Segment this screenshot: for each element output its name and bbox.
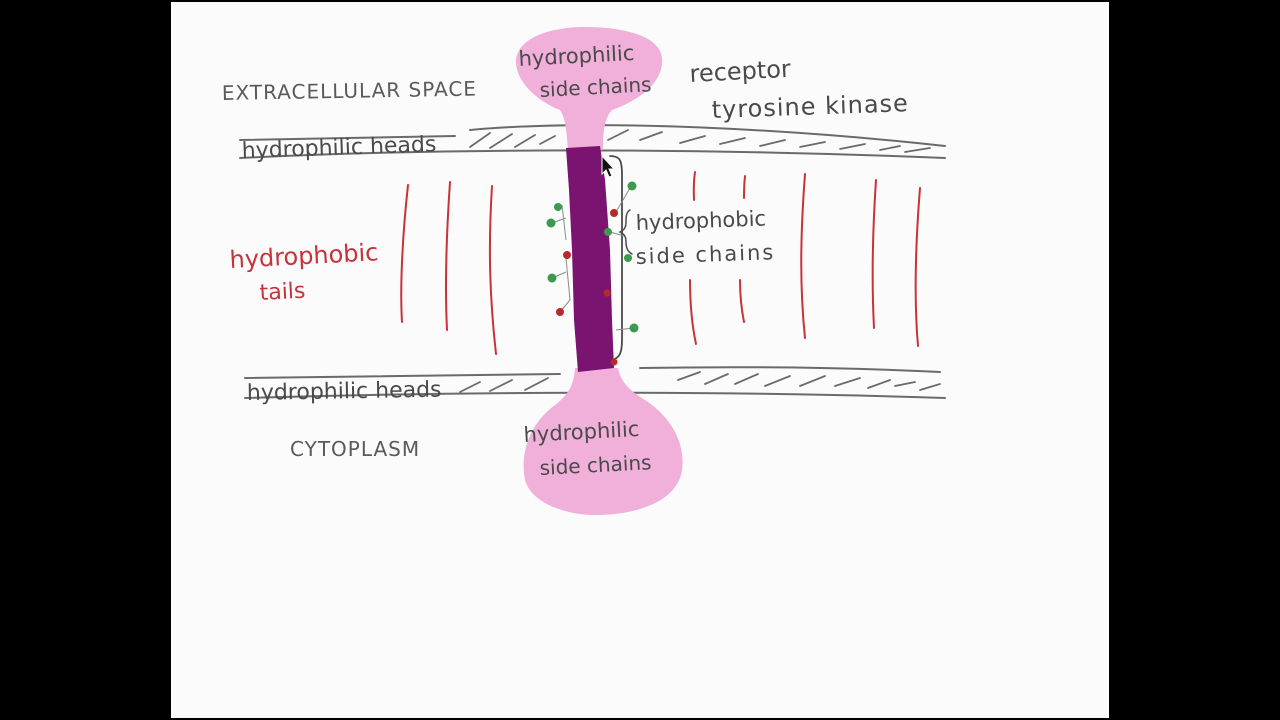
receptor-label-line1: receptor (689, 55, 792, 88)
red-atom (603, 289, 611, 297)
green-atom (604, 228, 612, 236)
green-atom (629, 323, 639, 333)
top-hydrophilic-domain (515, 26, 663, 150)
hydrophobic-tails-label-line2: tails (259, 279, 306, 306)
transmembrane-helix (566, 146, 614, 372)
red-atom (563, 251, 571, 259)
red-atom (610, 209, 618, 217)
hydrophobic-tail-lines (400, 171, 921, 355)
top-heads-left-line (239, 135, 456, 141)
cytoplasm-label: CYTOPLASM (290, 437, 420, 461)
bottom-heads-hatch (459, 371, 941, 393)
bottom-heads-upper-line (639, 366, 941, 373)
hydrophobic-chains-bracket (609, 155, 623, 361)
hydrophobic-chains-brace (618, 209, 633, 255)
green-atom (624, 254, 632, 262)
hydrophobic-side-chains-label-line1: hydrophobic (635, 206, 766, 235)
bottom-hydrophilic-domain (523, 368, 683, 516)
tail-line (689, 279, 697, 345)
tail-line (692, 171, 696, 201)
top-heads-layer (239, 124, 946, 159)
top-heads-upper-line (469, 124, 946, 147)
bottom-domain-label-line2: side chains (539, 450, 652, 480)
top-heads-hatch (469, 129, 931, 153)
tail-line (488, 185, 497, 355)
tail-line (400, 184, 409, 323)
green-atom (547, 273, 557, 283)
mouse-cursor-icon (601, 154, 616, 178)
red-atom (556, 308, 564, 316)
extracellular-space-label: EXTRACELLULAR SPACE (222, 77, 477, 105)
receptor-label-line2: tyrosine kinase (711, 89, 909, 124)
red-atom (610, 358, 618, 366)
tail-line (914, 187, 921, 347)
green-atom (554, 203, 562, 211)
hydrophobic-tails-label-line1: hydrophobic (229, 238, 379, 274)
top-heads-lower-line (239, 149, 946, 159)
green-atom (627, 181, 637, 191)
whiteboard-canvas (171, 2, 1109, 718)
green-atom (546, 218, 556, 228)
top-domain-label-line2: side chains (539, 72, 652, 102)
tail-line (871, 179, 877, 329)
tail-line (445, 181, 451, 331)
top-hydrophilic-heads-label: hydrophilic heads (241, 132, 436, 164)
hydrophobic-side-chains-label-line2: side chains (635, 240, 775, 269)
bottom-hydrophilic-heads-label: hydrophilic heads (247, 378, 442, 406)
tail-line (800, 173, 806, 339)
side-chain-atoms (546, 181, 639, 366)
tail-line (739, 279, 745, 323)
tail-line (743, 175, 746, 199)
bottom-heads-left-line (244, 373, 561, 379)
